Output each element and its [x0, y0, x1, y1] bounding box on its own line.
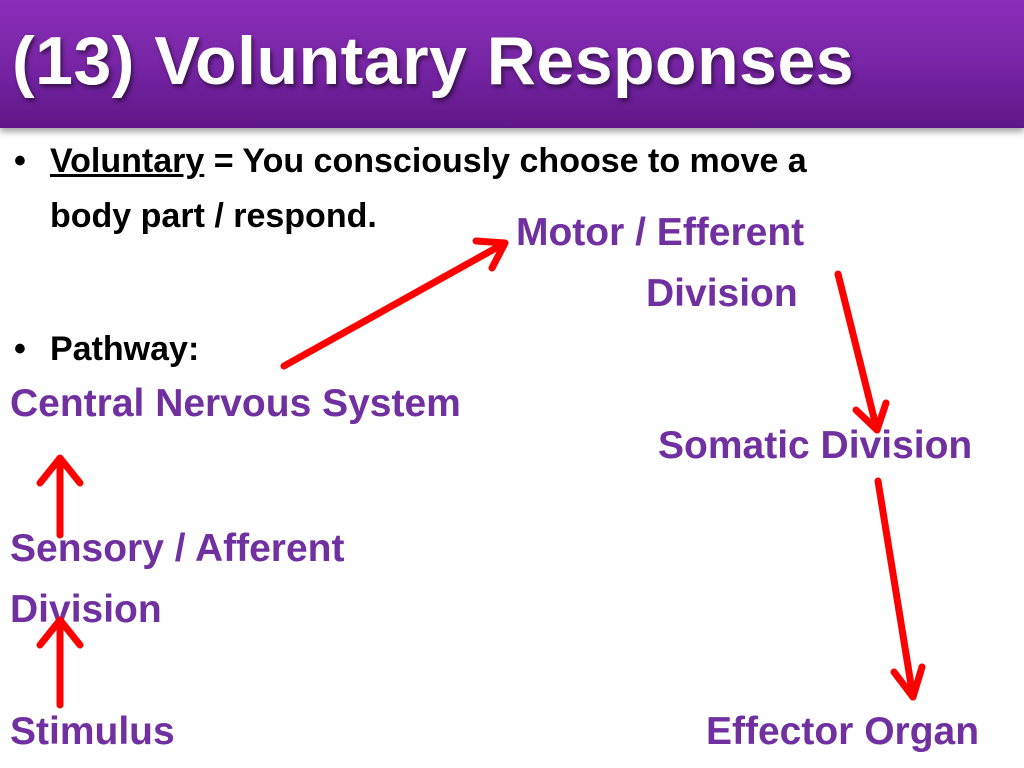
bullet-dot: • — [14, 142, 26, 180]
bullet-dot: • — [14, 330, 26, 368]
arrow-sensory-to-cns — [36, 454, 84, 539]
slide-title: (13) Voluntary Responses — [12, 23, 855, 99]
node-central-nervous-system: Central Nervous System — [10, 382, 461, 425]
voluntary-term: Voluntary — [50, 142, 205, 180]
voluntary-definition-line2: body part / respond. — [50, 197, 377, 235]
arrow-cns-to-motor — [280, 237, 509, 370]
voluntary-definition: = You consciously choose to move a — [204, 142, 807, 180]
node-stimulus: Stimulus — [10, 710, 175, 753]
arrow-motor-to-somatic — [834, 270, 890, 434]
bullet-voluntary: Voluntary = You consciously choose to mo… — [50, 142, 807, 181]
node-sensory-line2: Division — [10, 588, 162, 631]
arrow-stimulus-to-sensory — [36, 616, 84, 709]
node-somatic-division: Somatic Division — [658, 424, 973, 467]
node-sensory-line1: Sensory / Afferent — [10, 527, 345, 570]
bullet-pathway: Pathway: — [50, 330, 200, 368]
node-motor-line1: Motor / Efferent — [516, 211, 805, 254]
arrow-somatic-to-effector — [874, 477, 926, 701]
title-bar — [0, 0, 1024, 128]
node-effector-organ: Effector Organ — [706, 710, 980, 753]
node-motor-line2: Division — [646, 272, 798, 315]
